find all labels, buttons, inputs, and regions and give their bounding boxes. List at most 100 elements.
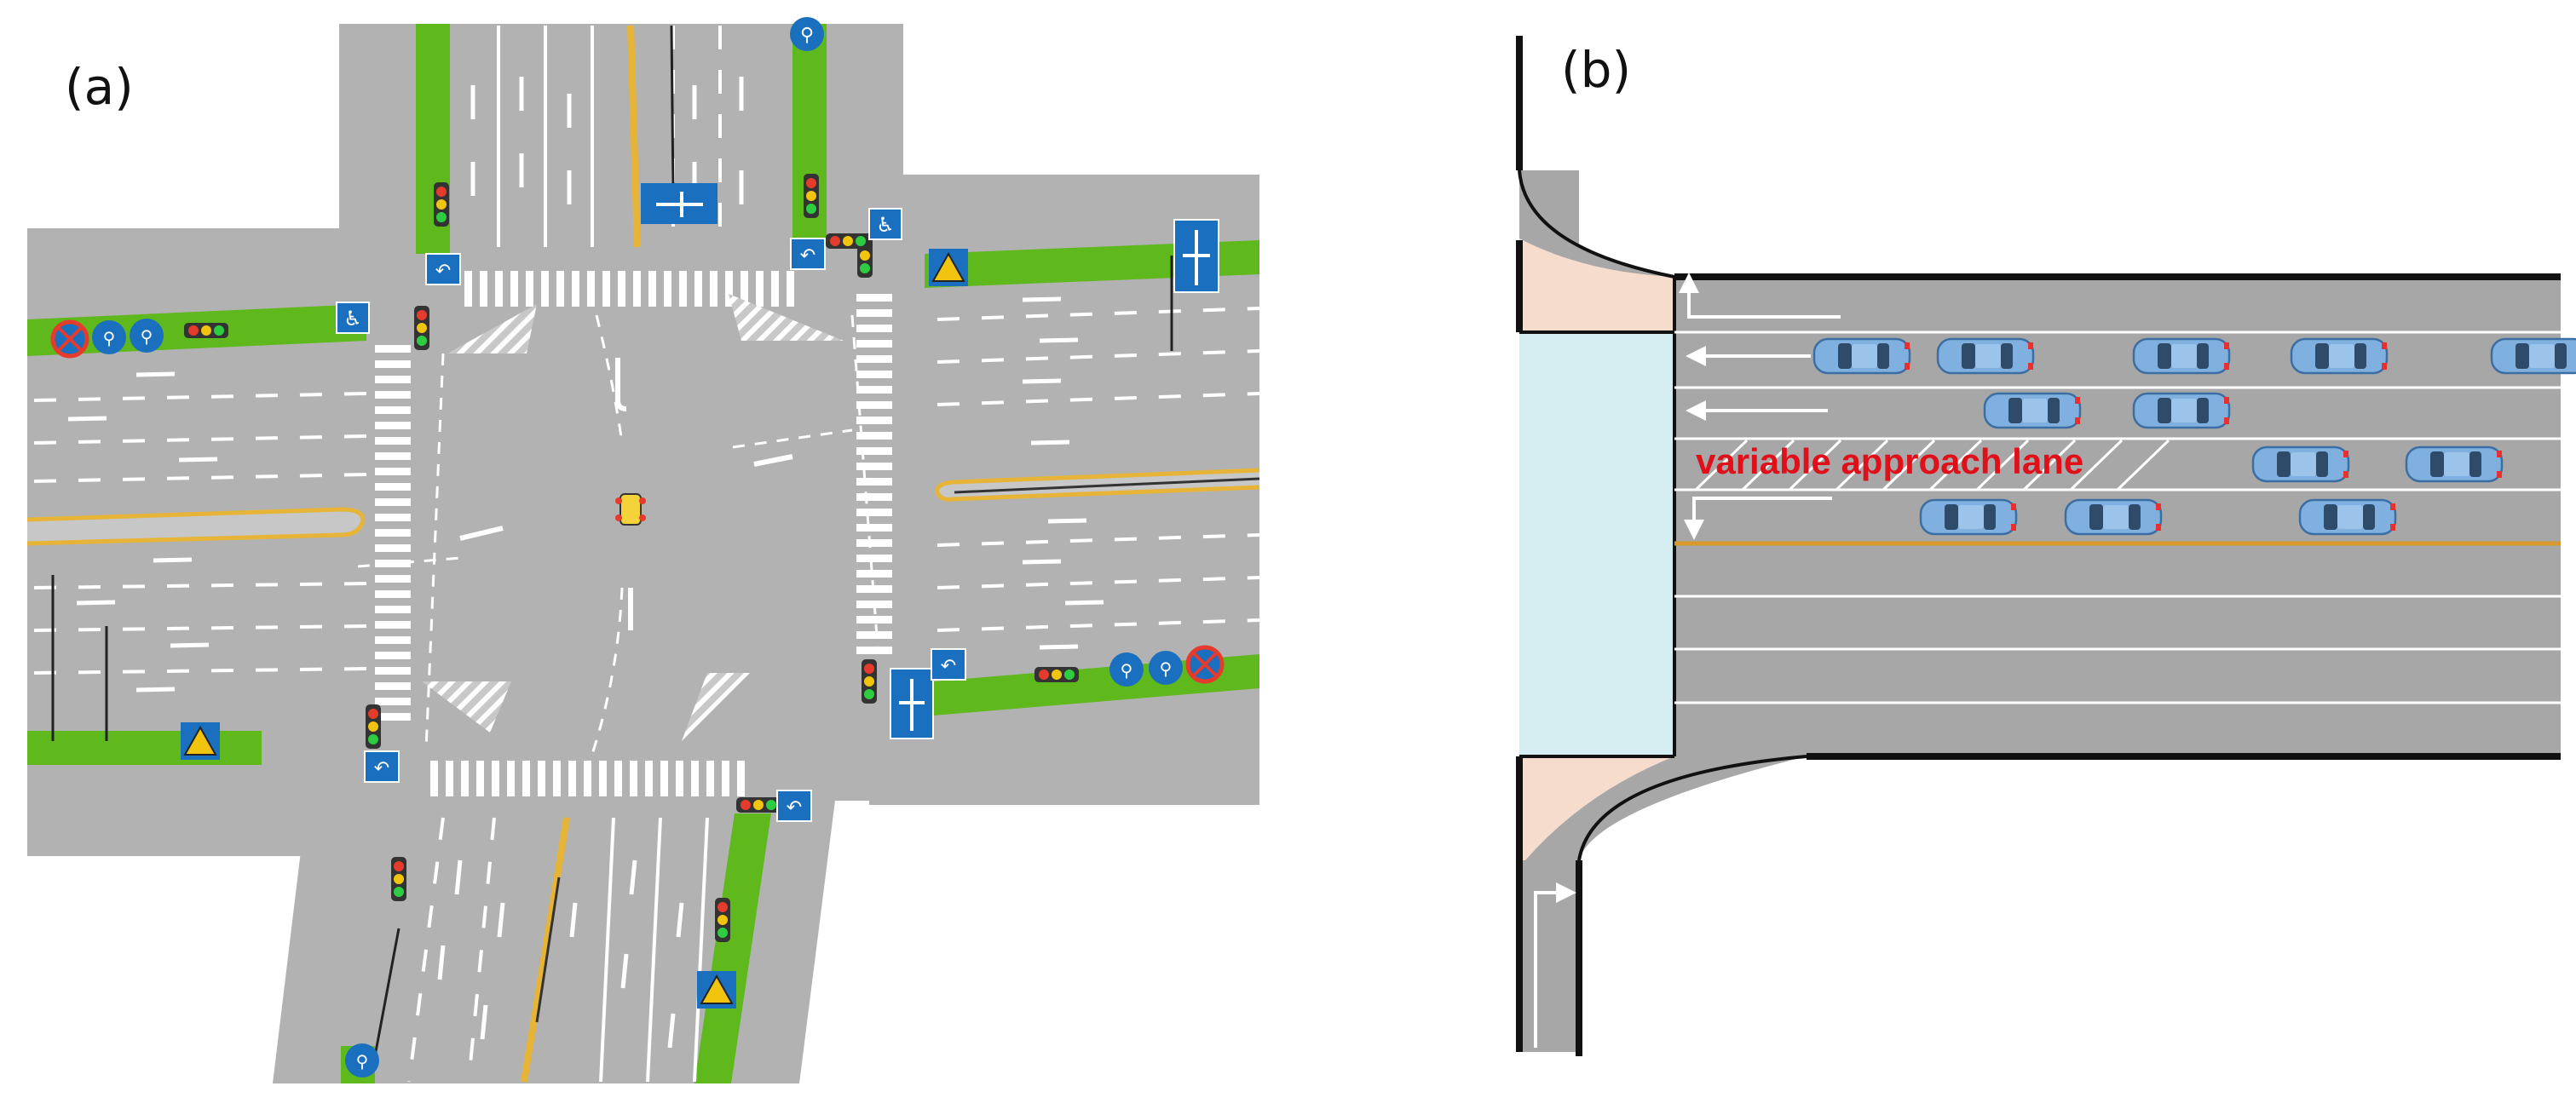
- panel-a-intersection: ⚲ ↶ ↶ ♿ ♿ ⚲ ⚲ ↶ ↶ ⚲ ⚲ ↶ ⚲: [26, 17, 1260, 1083]
- crosswalk-stripe: [614, 761, 622, 796]
- traffic-light-icon: [826, 233, 870, 249]
- crosswalk-stripe: [856, 355, 892, 363]
- crosswalk-stripe: [375, 606, 411, 613]
- intersection-turn-arrows: [459, 358, 793, 630]
- warning-sign-icon: [929, 249, 968, 286]
- lane-arrow-icon: [569, 902, 578, 938]
- crosswalk-stripe: [706, 761, 714, 796]
- crosswalk-stripe: [856, 371, 892, 378]
- traffic-light-icon: [414, 306, 429, 350]
- blue-signs: ⚲ ↶ ↶ ♿ ♿ ⚲ ⚲ ↶ ↶ ⚲ ⚲ ↶ ⚲: [50, 17, 1225, 1078]
- south-center-line: [521, 817, 570, 1083]
- lane-arrow-icon: [178, 457, 218, 463]
- center-median-east-line: [954, 477, 1260, 494]
- crosswalk-stripe: [375, 698, 411, 705]
- traffic-light-icon: [715, 898, 730, 942]
- panel-a-label: (a): [65, 58, 134, 116]
- car-icon: [1812, 337, 1911, 375]
- crosswalk-stripe: [856, 509, 892, 516]
- traffic-light-icon: [366, 704, 381, 749]
- crosswalk-stripe: [375, 667, 411, 675]
- curb-fill-top: [1519, 239, 1674, 332]
- crosswalk-stripe: [375, 529, 411, 537]
- traffic-light-icon: [862, 659, 877, 704]
- crosswalk-stripe: [694, 271, 702, 307]
- u-turn-sign-icon: ↶: [790, 238, 826, 270]
- warning-sign-icon: [181, 722, 220, 760]
- crosswalk-stripe: [446, 761, 453, 796]
- crosswalk-stripe: [507, 761, 515, 796]
- crosswalk-stripe: [522, 761, 530, 796]
- car-icon: [1919, 498, 2018, 536]
- hatch-line: [1835, 439, 1889, 491]
- south-pole: [373, 928, 401, 1057]
- hatched-island-ne: [729, 294, 844, 341]
- crosswalk-stripe: [375, 636, 411, 644]
- svg-text:↶: ↶: [941, 656, 956, 677]
- crosswalk-stripe: [856, 386, 892, 394]
- panel-b-approach: [1516, 36, 2576, 1056]
- traffic-light-icon: [434, 182, 449, 227]
- crosswalk-stripe: [630, 761, 637, 796]
- crosswalk-stripe: [856, 524, 892, 532]
- hatch-line: [1928, 439, 1983, 491]
- west-lane-lines: [33, 392, 367, 675]
- car-icon: [2298, 498, 2397, 536]
- crosswalk-stripe: [553, 761, 561, 796]
- crosswalk-stripe: [375, 514, 411, 521]
- svg-text:⚲: ⚲: [141, 326, 153, 347]
- crosswalk-stripe: [375, 713, 411, 721]
- crosswalk-west: [375, 345, 411, 721]
- hatched-island-se: [682, 673, 750, 741]
- crosswalk-area: [1519, 332, 1674, 756]
- crosswalk-stripe: [648, 271, 656, 307]
- north-stop-pole: [670, 25, 675, 197]
- lane-arrow-icon: [1679, 273, 1841, 319]
- lane-arrow-icon: [1047, 518, 1087, 524]
- crosswalk-stripe: [856, 631, 892, 639]
- variable-approach-lane-label: variable approach lane: [1696, 441, 2084, 481]
- crosswalk-stripe: [856, 340, 892, 348]
- svg-text:⚲: ⚲: [1160, 658, 1173, 679]
- hatched-island-nw: [447, 304, 537, 353]
- crosswalk-stripe: [495, 271, 503, 307]
- lane-arrow-icon: [454, 859, 463, 895]
- crosswalk-stripe: [856, 493, 892, 501]
- crosswalk-stripe: [856, 325, 892, 332]
- warning-sign-icon: [697, 971, 736, 1009]
- lane-arrow-icon: [1030, 440, 1070, 445]
- crosswalk-stripe: [375, 422, 411, 429]
- crosswalk-stripe: [556, 271, 564, 307]
- north-lane-arrows: [470, 77, 744, 204]
- car-icon: [2064, 498, 2163, 536]
- crosswalk-stripe: [856, 309, 892, 317]
- crosswalk-stripe: [375, 360, 411, 368]
- car-icon: [2251, 445, 2350, 483]
- traffic-light-icon: [391, 857, 406, 901]
- east-lane-lines: [936, 307, 1260, 632]
- car-icon: [2405, 445, 2504, 483]
- crosswalk-stripe: [856, 647, 892, 654]
- svg-text:↶: ↶: [435, 261, 451, 282]
- car-icon: [2132, 337, 2231, 375]
- crosswalk-stripe: [856, 417, 892, 424]
- crosswalk-stripe: [756, 271, 764, 307]
- south-lane-lines: [407, 817, 709, 1083]
- svg-text:⚲: ⚲: [356, 1051, 369, 1072]
- road-west-arm: [27, 228, 426, 856]
- crosswalk-stripe: [787, 271, 794, 307]
- car-icon: [2290, 337, 2389, 375]
- crosswalk-stripe: [856, 478, 892, 486]
- crosswalk-south: [430, 761, 745, 796]
- crosswalk-stripe: [375, 452, 411, 460]
- bicycle-sign-icon: ⚲: [92, 320, 126, 354]
- hatch-line: [2022, 439, 2077, 491]
- lane-arrow-icon: [1534, 882, 1576, 1048]
- crosswalk-stripe: [633, 271, 641, 307]
- curb-line-top: [1518, 170, 1675, 279]
- lane-direction-sign-icon: [641, 183, 717, 224]
- crosswalk-stripe: [856, 447, 892, 455]
- crosswalk-stripe: [679, 271, 687, 307]
- curb-fill-bottom: [1519, 756, 1674, 860]
